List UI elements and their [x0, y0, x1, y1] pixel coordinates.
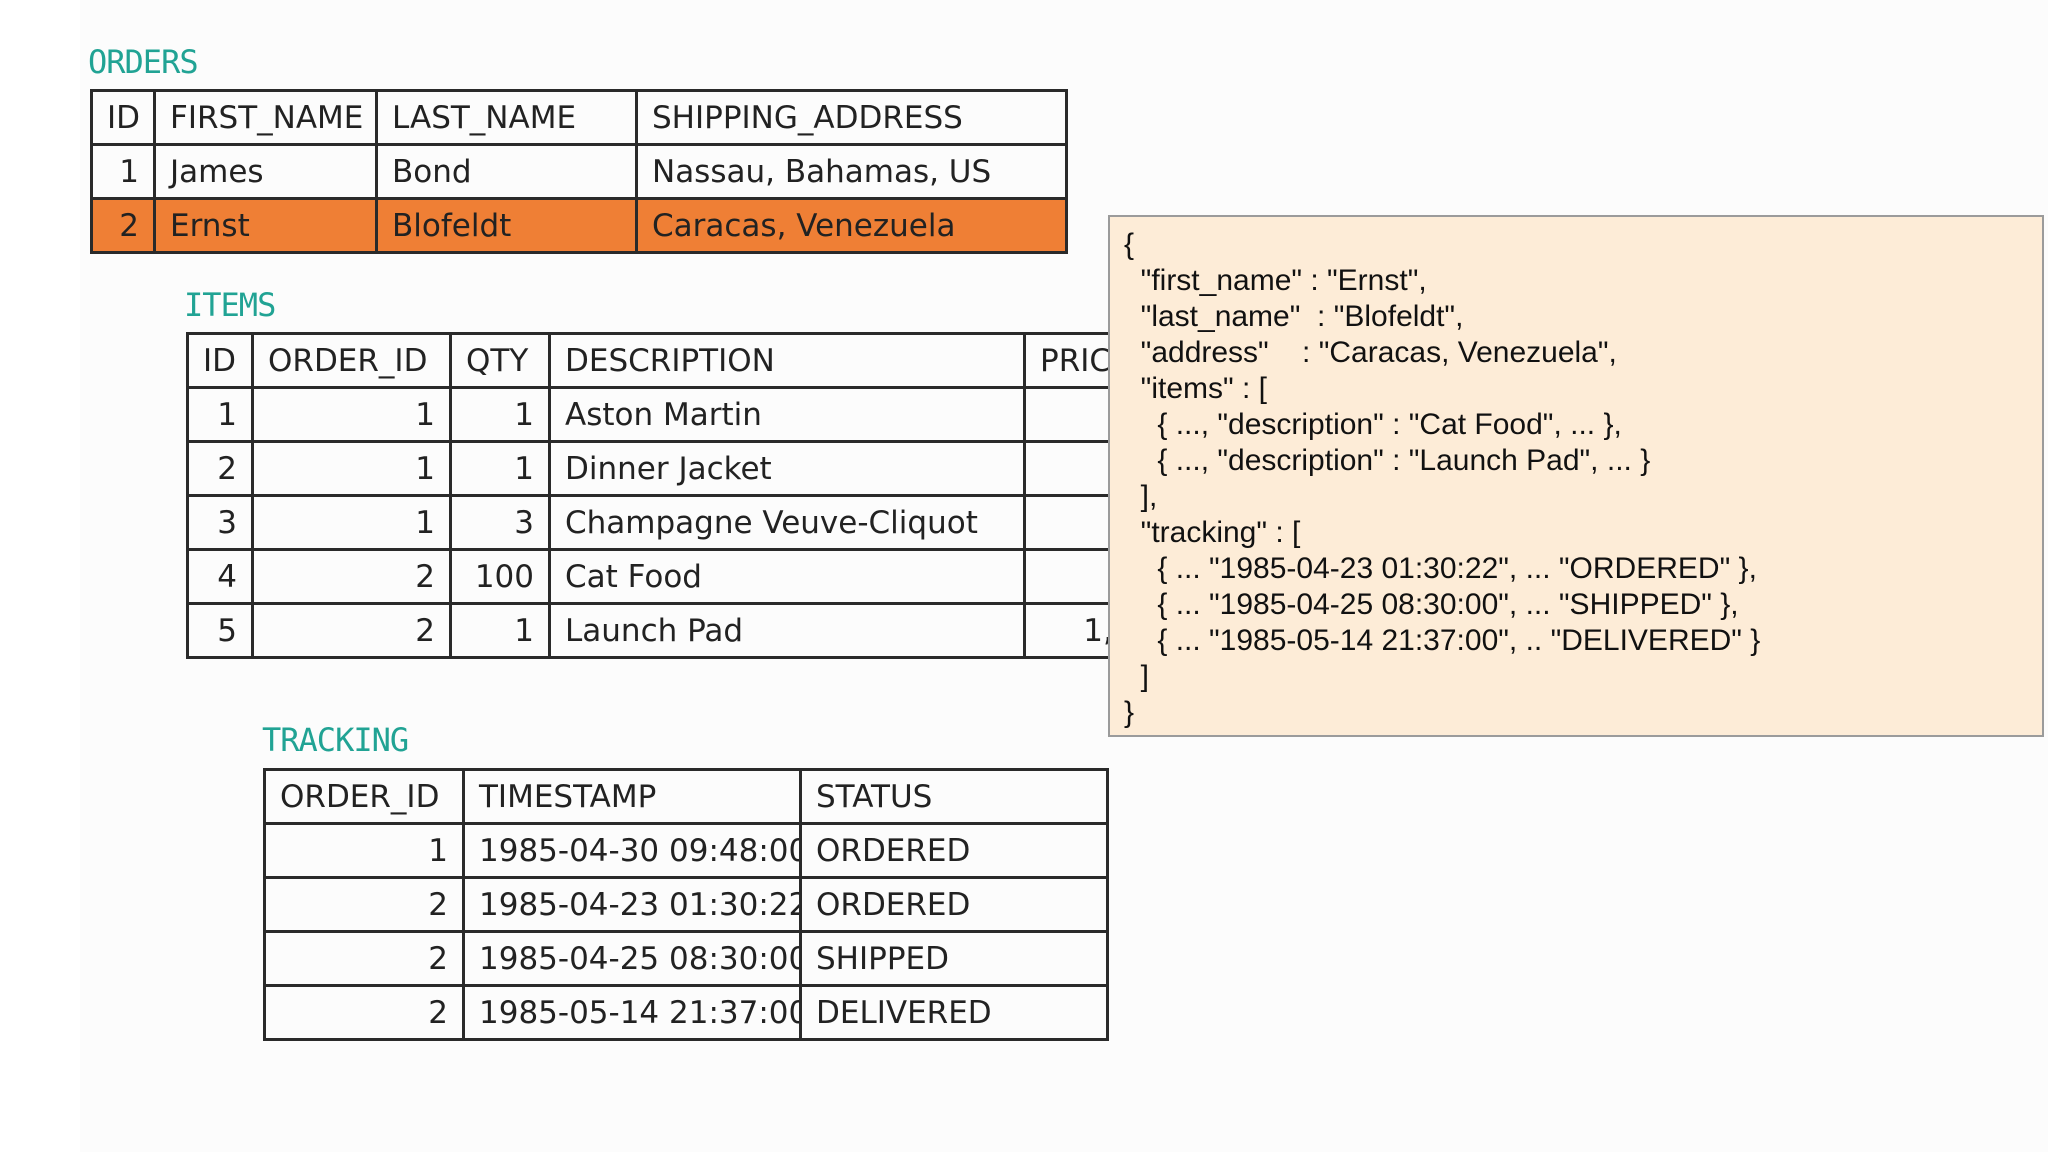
- tracking-cell: DELIVERED: [799, 984, 1109, 1041]
- tracking-cell: 1985-04-30 09:48:00: [462, 822, 802, 879]
- items-cell: 1: [251, 494, 452, 551]
- orders-header-cell: LAST_NAME: [375, 89, 638, 146]
- items-cell: 1: [251, 386, 452, 443]
- items-cell: Cat Food: [548, 548, 1026, 605]
- orders-header-cell: ID: [90, 89, 156, 146]
- items-cell: 4: [1023, 440, 1110, 497]
- items-cell: 1: [449, 386, 551, 443]
- items-cell: 3: [449, 494, 551, 551]
- json-line: "items" : [: [1124, 372, 1267, 405]
- items-table-title: ITEMS: [184, 286, 276, 324]
- tracking-cell: 1985-04-23 01:30:22: [462, 876, 802, 933]
- tracking-cell: SHIPPED: [799, 930, 1109, 987]
- tracking-cell: 1: [263, 822, 465, 879]
- json-document-box: { "first_name" : "Ernst", "last_name" : …: [1108, 215, 2044, 737]
- json-line: }: [1124, 696, 1135, 729]
- tracking-cell: 1985-05-14 21:37:00: [462, 984, 802, 1041]
- items-cell: 100: [449, 548, 551, 605]
- json-line: "address" : "Caracas, Venezuela",: [1124, 336, 1617, 369]
- items-cell: 3: [186, 494, 254, 551]
- json-line: ]: [1124, 660, 1150, 693]
- items-header-cell: PRICE: [1023, 332, 1110, 389]
- json-line: ],: [1124, 480, 1158, 513]
- items-cell: Champagne Veuve-Cliquot: [548, 494, 1026, 551]
- json-line: { ... "1985-05-14 21:37:00", .. "DELIVER…: [1124, 624, 1761, 657]
- items-header-cell: QTY: [449, 332, 551, 389]
- items-header-cell: ID: [186, 332, 254, 389]
- orders-cell: James: [153, 143, 378, 200]
- orders-table-title: ORDERS: [88, 43, 199, 81]
- orders-cell: Ernst: [153, 197, 378, 254]
- json-line: { ... "1985-04-23 01:30:22", ... "ORDERE…: [1124, 552, 1757, 585]
- items-cell: 1: [186, 386, 254, 443]
- tracking-header-cell: STATUS: [799, 768, 1109, 825]
- json-line: "tracking" : [: [1124, 516, 1301, 549]
- json-line: "first_name" : "Ernst",: [1124, 264, 1427, 297]
- tracking-header-cell: ORDER_ID: [263, 768, 465, 825]
- items-cell: 2: [186, 440, 254, 497]
- orders-cell: 2: [90, 197, 156, 254]
- items-cell: 1: [449, 440, 551, 497]
- items-cell: 5: [186, 602, 254, 659]
- items-header-cell: ORDER_ID: [251, 332, 452, 389]
- tracking-cell: 2: [263, 876, 465, 933]
- tracking-cell: 2: [263, 930, 465, 987]
- tracking-cell: 2: [263, 984, 465, 1041]
- tracking-table-title: TRACKING: [262, 721, 409, 759]
- json-line: { ... "1985-04-25 08:30:00", ... "SHIPPE…: [1124, 588, 1739, 621]
- items-cell: 2: [251, 602, 452, 659]
- orders-header-cell: FIRST_NAME: [153, 89, 378, 146]
- items-cell: Aston Martin: [548, 386, 1026, 443]
- orders-cell: Caracas, Venezuela: [635, 197, 1068, 254]
- orders-cell: Blofeldt: [375, 197, 638, 254]
- items-cell: 2: [251, 548, 452, 605]
- items-cell: [1023, 548, 1110, 605]
- items-cell: Launch Pad: [548, 602, 1026, 659]
- items-cell: 120: [1023, 386, 1110, 443]
- items-cell: [1023, 494, 1110, 551]
- items-cell: 1,000: [1023, 602, 1110, 659]
- tracking-header-cell: TIMESTAMP: [462, 768, 802, 825]
- tracking-cell: ORDERED: [799, 822, 1109, 879]
- orders-cell: Bond: [375, 143, 638, 200]
- json-line: {: [1124, 228, 1135, 261]
- tracking-cell: ORDERED: [799, 876, 1109, 933]
- orders-cell: Nassau, Bahamas, US: [635, 143, 1068, 200]
- json-line: { ..., "description" : "Launch Pad", ...…: [1124, 444, 1651, 477]
- orders-cell: 1: [90, 143, 156, 200]
- items-cell: 1: [251, 440, 452, 497]
- items-cell: Dinner Jacket: [548, 440, 1026, 497]
- tracking-cell: 1985-04-25 08:30:00: [462, 930, 802, 987]
- items-header-cell: DESCRIPTION: [548, 332, 1026, 389]
- json-line: "last_name" : "Blofeldt",: [1124, 300, 1464, 333]
- items-cell: 1: [449, 602, 551, 659]
- json-line: { ..., "description" : "Cat Food", ... }…: [1124, 408, 1622, 441]
- items-cell: 4: [186, 548, 254, 605]
- orders-header-cell: SHIPPING_ADDRESS: [635, 89, 1068, 146]
